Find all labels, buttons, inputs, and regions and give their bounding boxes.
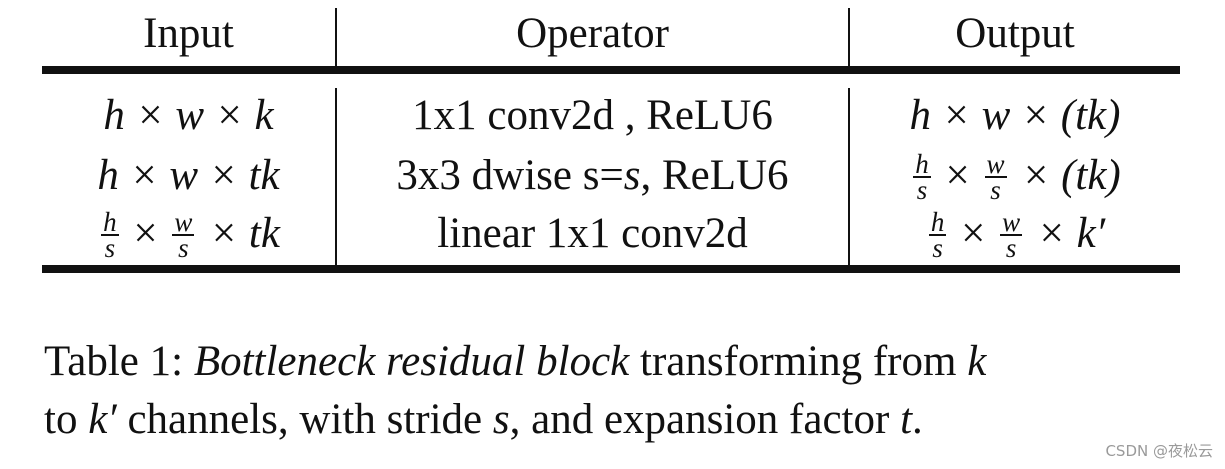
watermark: CSDN @夜松云	[1105, 442, 1213, 460]
caption-emphasis: Bottleneck residual block	[193, 338, 630, 385]
fraction-numerator: h	[101, 207, 119, 238]
bottleneck-table: Input Operator Output h × w × k 1x1 conv…	[42, 0, 1180, 276]
fraction-denominator: s	[932, 233, 943, 264]
row3-output-tail: × k′	[1036, 210, 1106, 257]
caption-text: to	[44, 396, 89, 443]
caption-text: transforming from	[629, 338, 968, 385]
row2-operator-var: s	[623, 152, 641, 199]
header-output: Output	[955, 10, 1075, 57]
caption-var-t: t	[900, 396, 913, 443]
row2-operator-suffix: , ReLU6	[640, 152, 789, 199]
fraction-numerator: w	[172, 207, 195, 238]
fraction-numerator: w	[1000, 207, 1023, 238]
caption-line-2: to k′ channels, with stride s, and expan…	[44, 391, 1184, 449]
fraction-denominator: s	[104, 233, 116, 264]
caption-line-1: Table 1: Bottleneck residual block trans…	[44, 333, 1184, 391]
fraction-numerator: h	[928, 207, 947, 238]
fraction-denominator: s	[916, 175, 928, 206]
row2-output-tail: × (tk)	[1021, 152, 1121, 199]
row2-input: h × w × tk	[97, 152, 280, 199]
row1-output: h × w × (tk)	[909, 92, 1121, 139]
caption-text: channels, with stride	[116, 396, 493, 443]
row3-operator: linear 1x1 conv2d	[437, 210, 748, 257]
caption-var-s: s	[492, 396, 510, 443]
table-bottom-rule	[42, 265, 1180, 273]
column-divider	[848, 8, 850, 66]
column-divider	[335, 88, 337, 265]
header-input: Input	[143, 10, 234, 57]
fraction-denominator: s	[1005, 233, 1017, 264]
fraction-numerator: h	[913, 149, 931, 180]
column-divider	[848, 88, 850, 265]
header-operator: Operator	[516, 10, 669, 57]
row1-input: h × w × k	[103, 92, 274, 139]
times-symbol: ×	[961, 210, 986, 257]
fraction-denominator: s	[178, 233, 189, 264]
caption-var-k: k	[967, 338, 987, 385]
times-symbol: ×	[133, 210, 158, 257]
row2-operator-prefix: 3x3 dwise s=	[396, 152, 624, 199]
caption-text: , and expansion factor	[509, 396, 901, 443]
fraction-denominator: s	[990, 175, 1001, 206]
row2-operator: 3x3 dwise s=s, ReLU6	[337, 148, 848, 204]
caption-label: Table 1:	[44, 338, 194, 385]
table-top-rule	[42, 66, 1180, 74]
table-caption: Table 1: Bottleneck residual block trans…	[44, 333, 1184, 449]
times-symbol: ×	[945, 152, 970, 199]
column-divider	[335, 8, 337, 66]
row3-input-tail: × tk	[209, 210, 280, 257]
row1-operator: 1x1 conv2d , ReLU6	[412, 92, 773, 139]
fraction-numerator: w	[984, 149, 1007, 180]
caption-text: .	[912, 396, 923, 443]
caption-var-kprime: k′	[88, 396, 117, 443]
